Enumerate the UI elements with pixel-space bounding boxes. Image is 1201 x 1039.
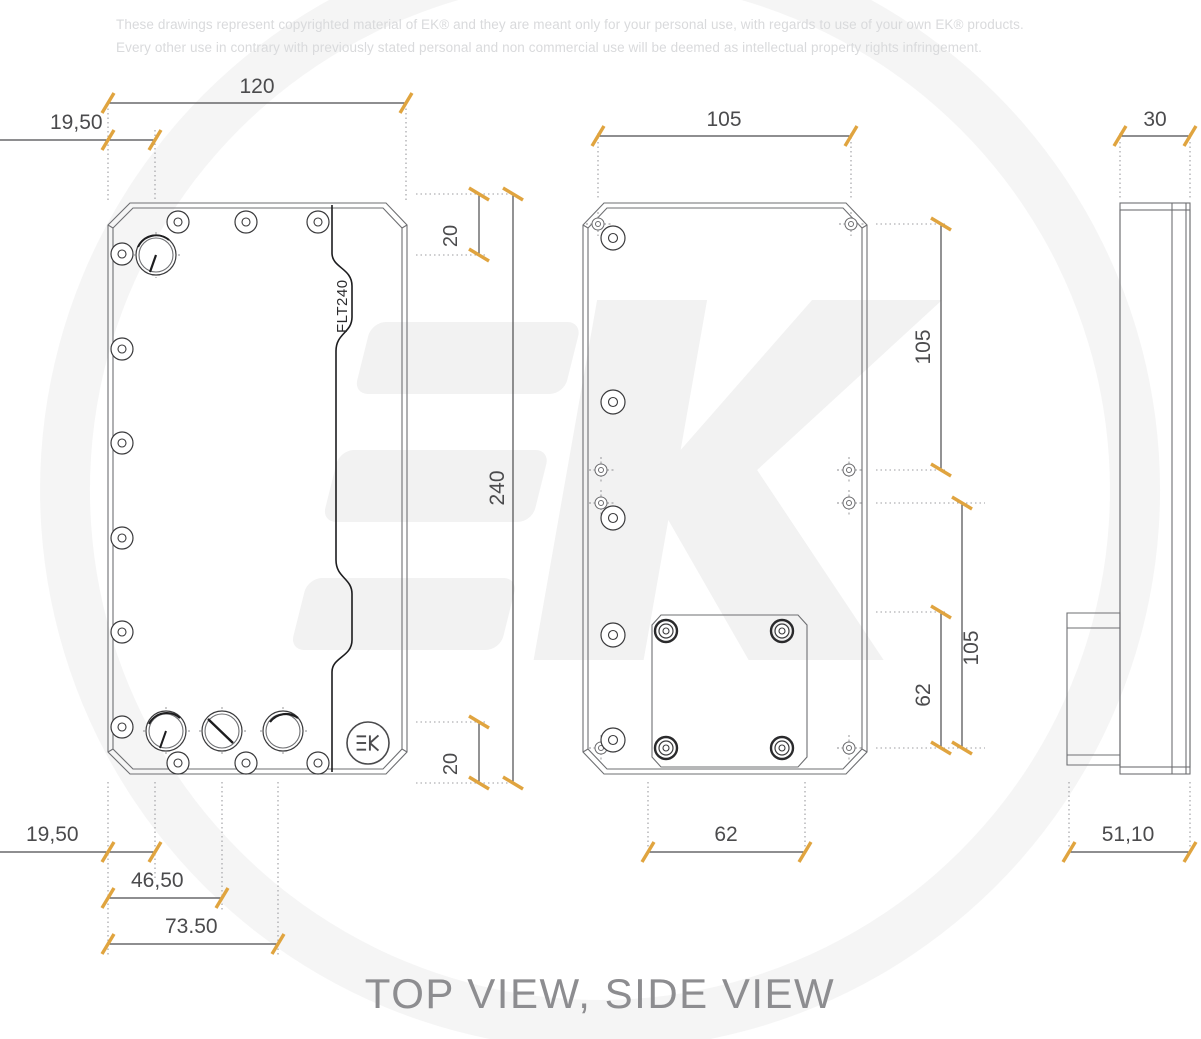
dim-label-105-right-bottom: 105 xyxy=(960,630,983,665)
dim-label-62-bottom: 62 xyxy=(714,823,737,846)
dim-label-20-bottom: 20 xyxy=(440,753,462,775)
pump-plate-bolts xyxy=(653,618,795,761)
tick-30-a xyxy=(1112,125,1128,147)
dim-label-1950-bottom: 19,50 xyxy=(26,823,79,846)
top-view-top-holes xyxy=(166,210,330,234)
reservoir-channel-edge xyxy=(331,205,353,772)
front-view-vertical-dimensions: 105 105 62 xyxy=(876,216,985,756)
tick-105-right-top-b xyxy=(930,462,952,478)
tick-1950-top-a xyxy=(100,129,116,151)
dim-label-105-right-top: 105 xyxy=(912,329,935,364)
copyright-line-2: Every other use in contrary with previou… xyxy=(116,40,982,55)
side-view-top-dimension: 30 xyxy=(1112,108,1198,200)
front-view-chamfer-tl xyxy=(582,224,589,229)
ek-brand-mark xyxy=(346,721,390,765)
tick-20-top-a xyxy=(468,186,490,202)
top-view-vertical-dimensions: 20 240 20 xyxy=(416,186,524,791)
top-view-top-dimensions: 120 19,50 xyxy=(0,75,414,200)
tick-5110-a xyxy=(1061,841,1077,863)
dim-label-240: 240 xyxy=(486,470,509,505)
tick-7350-b xyxy=(270,933,286,955)
side-view-group xyxy=(1066,202,1191,775)
tick-20-bottom-b xyxy=(468,775,490,791)
dim-label-7350: 73.50 xyxy=(165,915,218,938)
tick-4650-a xyxy=(100,887,116,909)
tick-105-right-top-a xyxy=(930,216,952,232)
tick-1950-top-b xyxy=(147,129,163,151)
copyright-line-1: These drawings represent copyrighted mat… xyxy=(116,17,1024,32)
side-view-inner-outline xyxy=(1119,209,1191,768)
top-view-group: FLT240 xyxy=(107,202,408,775)
tick-5110-b xyxy=(1182,841,1198,863)
dim-label-5110: 51,10 xyxy=(1102,823,1155,846)
pump-mounting-plate xyxy=(651,614,808,768)
tick-105-right-bottom-a xyxy=(951,495,973,511)
dim-label-30: 30 xyxy=(1143,108,1166,131)
side-view-outline xyxy=(1119,202,1191,775)
tick-105-right-bottom-b xyxy=(951,740,973,756)
front-view-bottom-dimension: 62 xyxy=(640,782,813,863)
top-view-outline xyxy=(107,202,408,775)
front-view-chamfer-bl xyxy=(582,748,589,753)
tick-105-top-a xyxy=(590,125,606,147)
tick-120-right xyxy=(398,92,414,114)
part-label-flt240: FLT240 xyxy=(334,279,351,333)
top-view-chamfer-bl xyxy=(107,748,114,753)
tick-240-b xyxy=(502,775,524,791)
tick-62-bottom-a xyxy=(640,841,656,863)
dim-label-20-top: 20 xyxy=(440,225,462,247)
watermark-ek-logo xyxy=(40,0,1161,1039)
top-view-inner-outline xyxy=(112,207,403,770)
tick-7350-a xyxy=(100,933,116,955)
sheet-title: TOP VIEW, SIDE VIEW xyxy=(365,970,835,1017)
side-view-pump-block xyxy=(1066,612,1121,766)
tick-120-left xyxy=(100,92,116,114)
dim-label-4650: 46,50 xyxy=(131,869,184,892)
dim-label-62-right: 62 xyxy=(912,683,935,706)
threaded-port-lower-1 xyxy=(143,707,190,755)
tick-62-right-a xyxy=(930,604,952,620)
top-view-bottom-holes xyxy=(166,751,330,775)
dim-label-1950-top: 19,50 xyxy=(50,111,103,134)
front-view-corner-datum-holes xyxy=(586,212,864,760)
pump-plate-outline xyxy=(651,614,808,768)
tick-4650-b xyxy=(214,887,230,909)
threaded-port-lower-2 xyxy=(199,707,246,755)
top-view-bottom-dimensions: 19,50 46,50 73.50 xyxy=(0,782,286,955)
tick-62-right-b xyxy=(930,740,952,756)
top-view-chamfer-tl xyxy=(107,224,114,229)
top-view-chamfer-br xyxy=(401,748,408,753)
tick-105-top-b xyxy=(843,125,859,147)
threaded-port-lower-3 xyxy=(260,707,307,755)
dim-label-120: 120 xyxy=(239,75,274,98)
tick-240-a xyxy=(502,186,524,202)
tick-1950-bottom-b xyxy=(147,841,163,863)
tick-20-bottom-a xyxy=(468,714,490,730)
front-view-chamfer-tr xyxy=(861,224,868,229)
top-view-chamfer-tr xyxy=(401,224,408,229)
top-view-left-holes xyxy=(110,242,134,739)
front-view-mounting-holes xyxy=(600,225,626,753)
front-view-group xyxy=(582,202,868,775)
side-view-bottom-dimension: 51,10 xyxy=(1061,782,1198,863)
front-view-inner-outline xyxy=(587,207,863,770)
front-view-chamfer-br xyxy=(861,748,868,753)
tick-30-b xyxy=(1182,125,1198,147)
tick-1950-bottom-a xyxy=(100,841,116,863)
threaded-port-upper xyxy=(133,232,180,278)
dim-label-105-top: 105 xyxy=(706,108,741,131)
tick-20-top-b xyxy=(468,247,490,263)
tick-62-bottom-b xyxy=(797,841,813,863)
front-view-top-dimension: 105 xyxy=(590,108,859,200)
front-view-outline xyxy=(582,202,868,775)
